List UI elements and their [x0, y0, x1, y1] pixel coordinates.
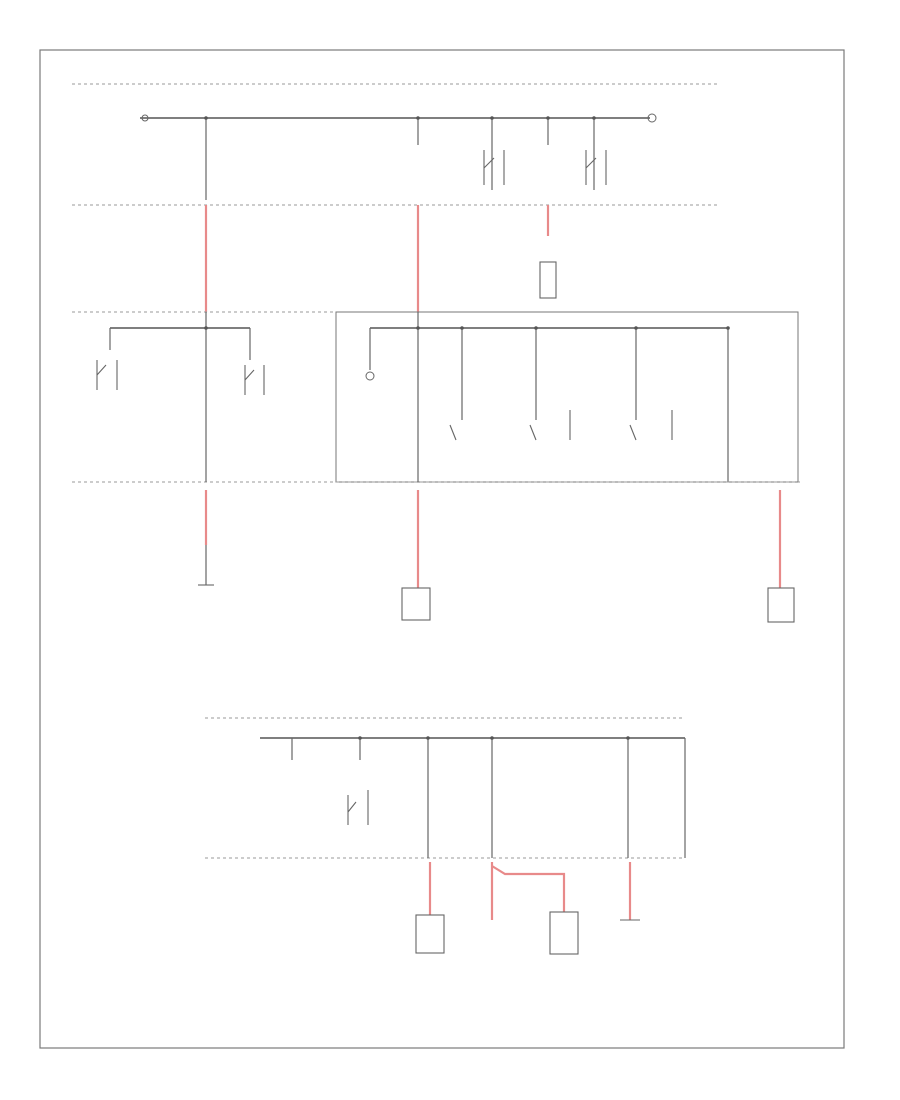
underdash-fuse-block: [335, 311, 799, 483]
text-block-battery: [92, 110, 130, 130]
transmission-component: [539, 261, 557, 299]
battery-source-symbol: [141, 113, 657, 123]
right-load-component: [767, 587, 795, 623]
lower-output-wire-2: [490, 862, 566, 920]
ip-bus-node: [204, 326, 208, 330]
lower-load-component-1: [415, 914, 445, 954]
upper-fuse-taps: [204, 116, 596, 200]
upper-relay-switches: [483, 150, 607, 185]
lower-load-component-2: [549, 911, 579, 955]
ip-relay-switches: [96, 328, 265, 395]
lower-relay-switch: [347, 790, 369, 825]
lower-fuse-taps: [291, 736, 686, 858]
underdash-relay-switches: [449, 410, 673, 441]
diagram-frame: [39, 49, 845, 1049]
center-load-component: [401, 587, 431, 621]
underdash-fuse-taps: [365, 326, 730, 482]
